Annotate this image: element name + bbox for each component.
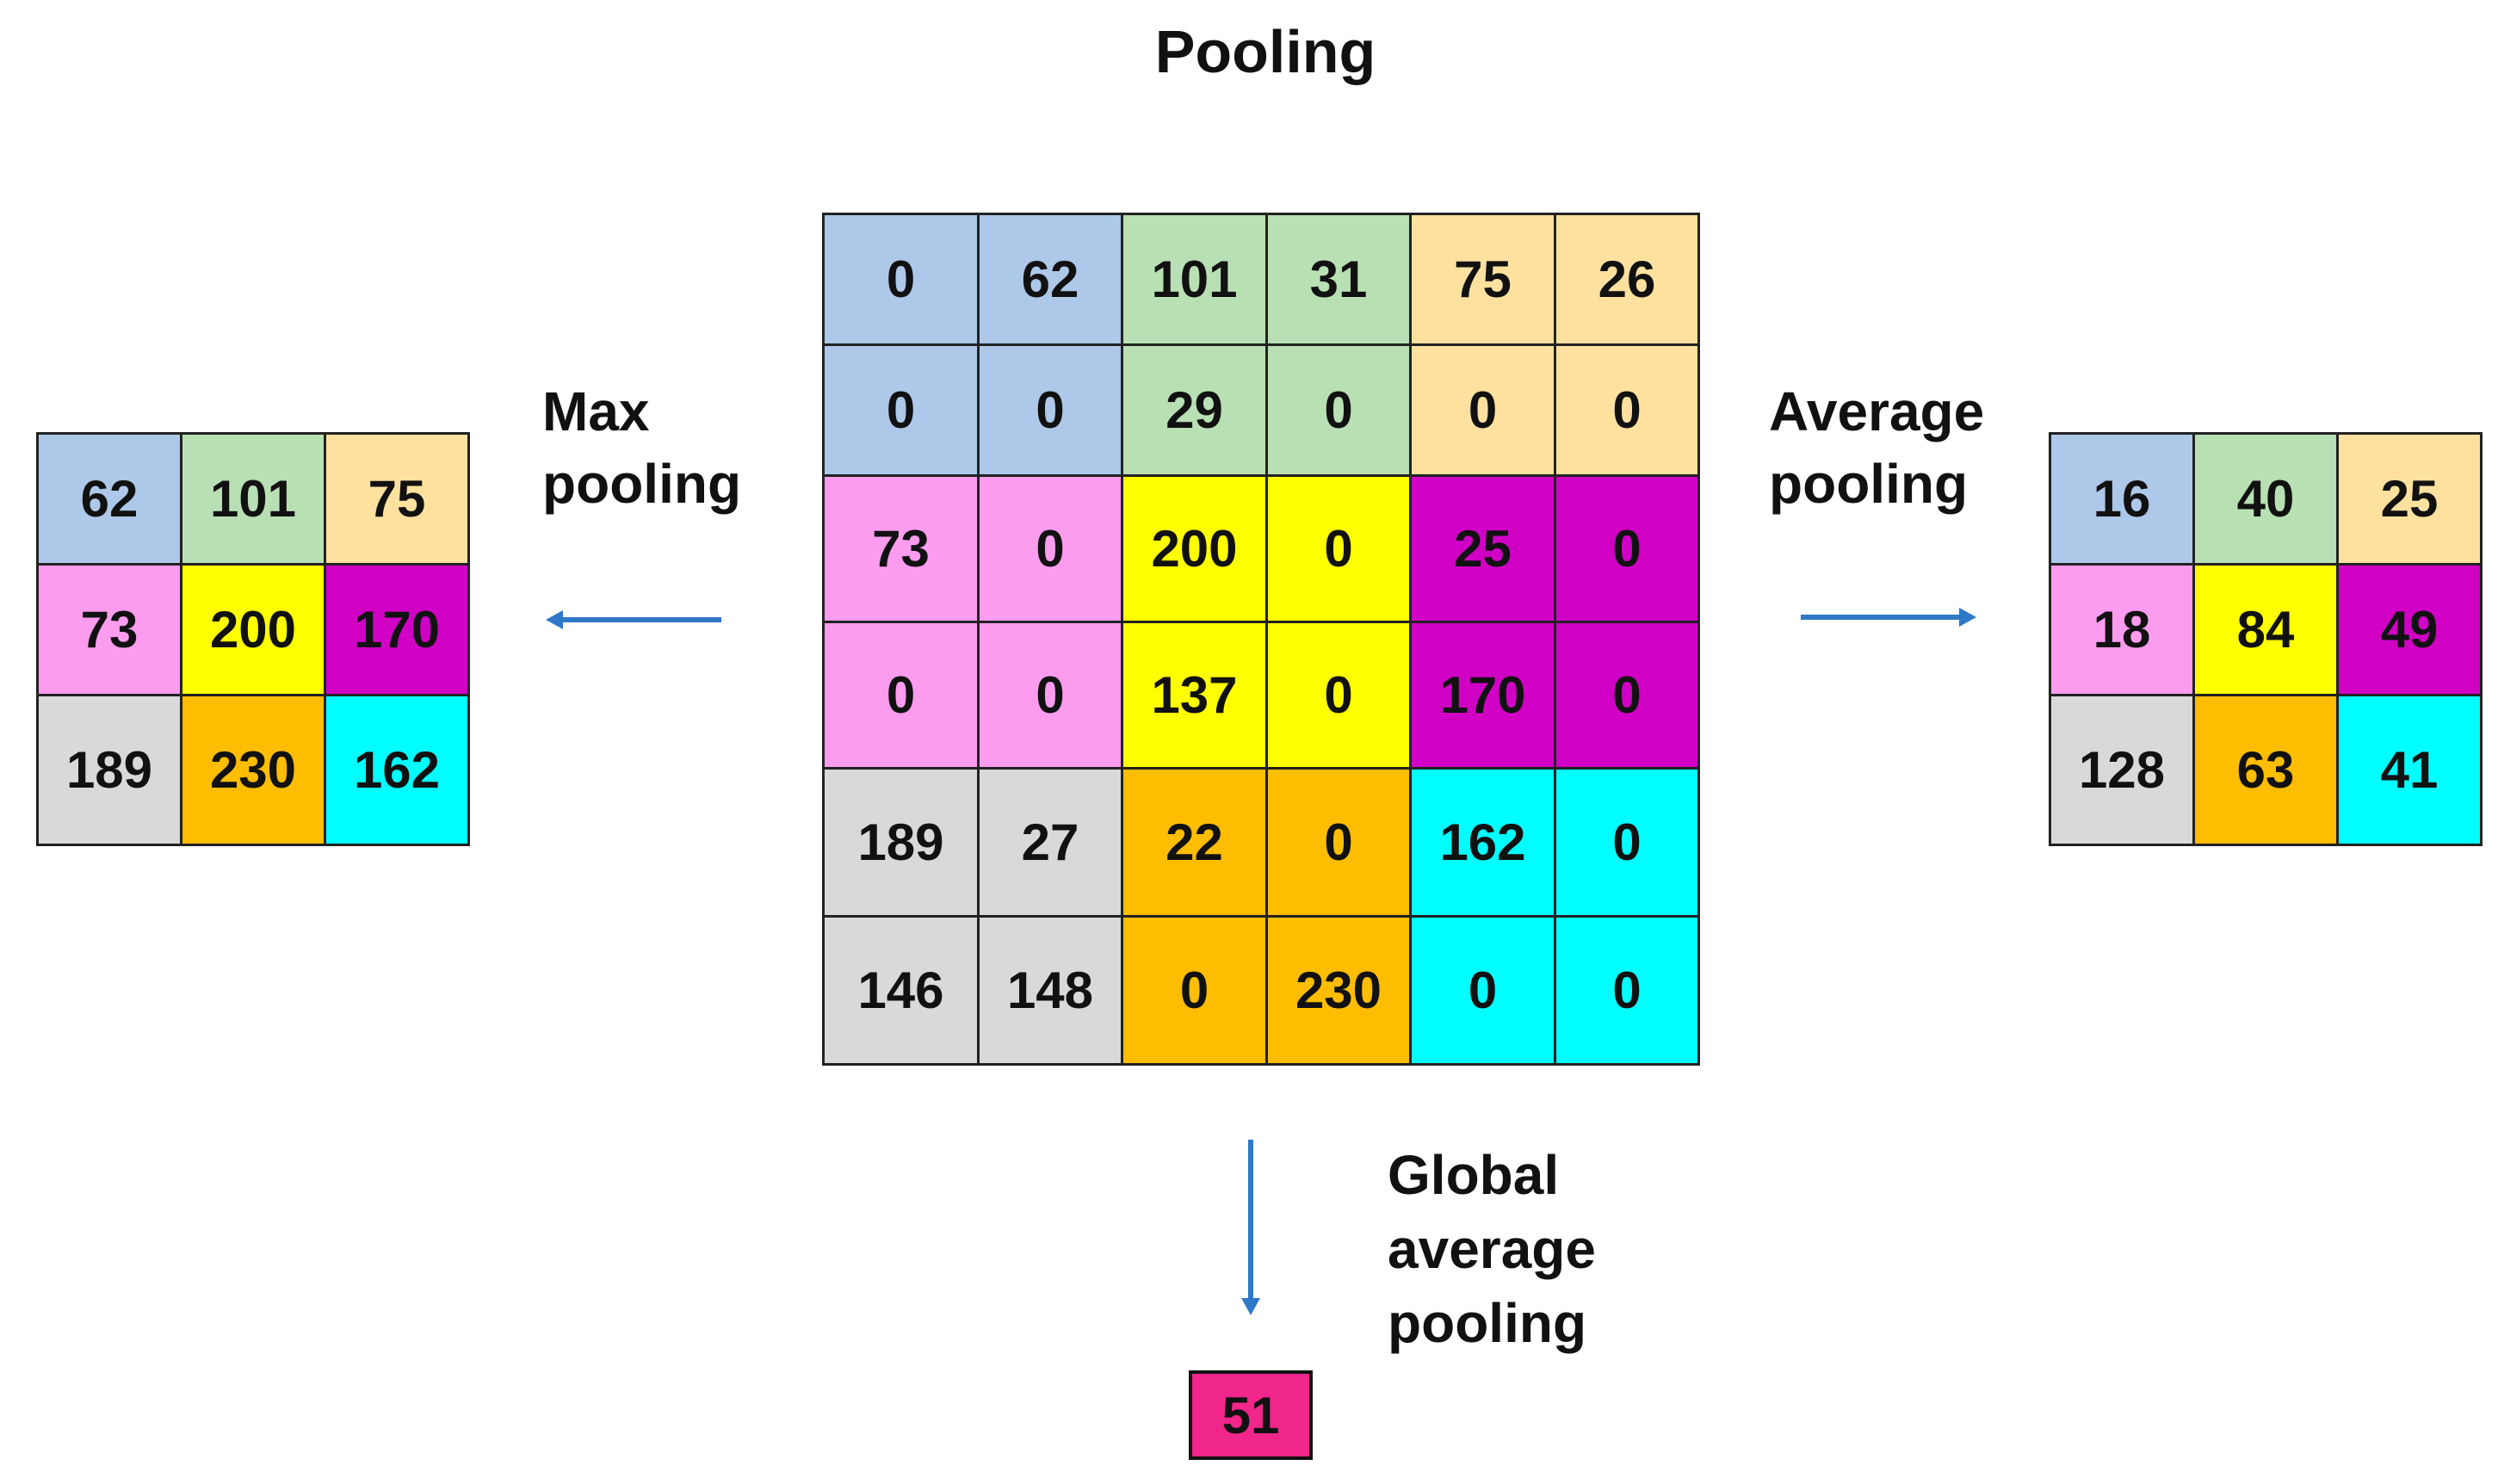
input-cell: 29 [1123,346,1268,477]
average-pooling-label: Average pooling [1769,380,1985,515]
max-pooling-cell: 62 [39,435,182,566]
input-cell: 0 [1412,918,1556,1066]
input-cell: 0 [1268,623,1412,770]
average-pooling-cell: 25 [2339,435,2483,566]
input-cell: 31 [1268,215,1412,346]
average-pooling-cell: 49 [2339,566,2483,696]
average-pooling-cell: 16 [2051,435,2195,566]
max-pooling-cell: 200 [182,566,326,696]
input-cell: 26 [1556,215,1700,346]
arrow-right-icon [1801,608,1976,627]
global-average-result: 51 [1189,1370,1313,1460]
input-cell: 0 [1123,918,1268,1066]
input-cell: 27 [980,770,1123,918]
input-cell: 0 [825,215,980,346]
input-cell: 0 [825,346,980,477]
max-pooling-cell: 75 [326,435,470,566]
average-pooling-cell: 128 [2051,696,2195,846]
max-pooling-cell: 170 [326,566,470,696]
input-cell: 0 [1556,623,1700,770]
max-pooling-cell: 230 [182,696,326,846]
average-pooling-cell: 18 [2051,566,2195,696]
input-cell: 200 [1123,477,1268,623]
input-cell: 0 [980,477,1123,623]
input-cell: 189 [825,770,980,918]
arrow-down-icon [1241,1140,1260,1315]
input-cell: 0 [825,623,980,770]
input-cell: 0 [1556,477,1700,623]
input-cell: 25 [1412,477,1556,623]
average-pooling-cell: 41 [2339,696,2483,846]
input-cell: 101 [1123,215,1268,346]
input-cell: 146 [825,918,980,1066]
max-pooling-cell: 189 [39,696,182,846]
input-cell: 22 [1123,770,1268,918]
input-cell: 62 [980,215,1123,346]
input-cell: 73 [825,477,980,623]
input-cell: 0 [1268,770,1412,918]
input-cell: 137 [1123,623,1268,770]
max-pooling-cell: 101 [182,435,326,566]
input-cell: 0 [980,346,1123,477]
input-cell: 0 [1556,770,1700,918]
input-cell: 0 [1556,346,1700,477]
max-pooling-label: Max pooling [542,380,742,515]
average-pooling-cell: 63 [2195,696,2339,846]
input-cell: 0 [980,623,1123,770]
input-cell: 148 [980,918,1123,1066]
average-pooling-cell: 84 [2195,566,2339,696]
input-cell: 230 [1268,918,1412,1066]
input-cell: 0 [1556,918,1700,1066]
input-cell: 162 [1412,770,1556,918]
max-pooling-cell: 73 [39,566,182,696]
arrow-left-icon [546,610,721,629]
input-cell: 170 [1412,623,1556,770]
input-cell: 0 [1268,477,1412,623]
global-average-pooling-label: Global average pooling [1388,1144,1596,1354]
max-pooling-cell: 162 [326,696,470,846]
average-pooling-cell: 40 [2195,435,2339,566]
input-cell: 0 [1412,346,1556,477]
page-title: Pooling [1154,18,1376,85]
input-cell: 75 [1412,215,1556,346]
input-cell: 0 [1268,346,1412,477]
